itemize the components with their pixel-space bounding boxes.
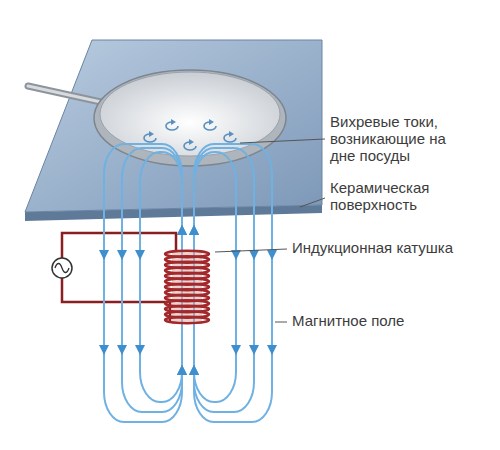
field-arrow xyxy=(135,345,145,355)
field-arrow xyxy=(249,250,259,260)
field-arrow xyxy=(177,365,187,375)
eddy-currents xyxy=(144,119,236,150)
field-arrow xyxy=(189,225,199,235)
leader-line xyxy=(215,249,287,252)
field-arrow xyxy=(117,345,127,355)
callout-label: Керамическая поверхность xyxy=(330,180,460,214)
field-arrow xyxy=(189,365,199,375)
field-arrow xyxy=(99,250,109,260)
field-arrow xyxy=(189,225,199,235)
wire xyxy=(62,278,170,322)
field-arrow xyxy=(99,345,109,355)
field-arrow xyxy=(189,365,199,375)
induction-coil xyxy=(165,250,209,324)
pan-handle-shine xyxy=(28,86,110,104)
eddy-arrow xyxy=(209,119,214,125)
callout-label: Вихревые токи, возникающие на дне посуды xyxy=(330,114,465,164)
field-arrow xyxy=(189,225,199,235)
field-arrow xyxy=(189,365,199,375)
pan-body xyxy=(94,70,286,166)
field-arrow xyxy=(177,365,187,375)
ceramic-plate xyxy=(25,40,322,212)
leader-line xyxy=(240,139,325,143)
field-arrow xyxy=(267,250,277,260)
pan-handle xyxy=(28,86,110,104)
eddy-arrow xyxy=(189,139,194,145)
coil-winding xyxy=(165,317,209,323)
eddy-arrow xyxy=(149,131,154,137)
ac-source xyxy=(52,258,72,278)
field-arrow xyxy=(249,345,259,355)
callout-label: Магнитное поле xyxy=(292,313,492,330)
field-arrow xyxy=(177,365,187,375)
leader-lines xyxy=(215,139,325,322)
ac-source-symbol xyxy=(55,264,69,273)
leader-line xyxy=(300,198,325,207)
field-arrow xyxy=(117,250,127,260)
field-arrow xyxy=(135,250,145,260)
field-arrow xyxy=(177,225,187,235)
eddy-arrow xyxy=(171,119,176,125)
field-arrow xyxy=(267,345,277,355)
wire xyxy=(62,233,176,258)
eddy-arrow xyxy=(229,131,234,137)
magnetic-field xyxy=(99,144,277,422)
field-arrow xyxy=(177,225,187,235)
field-arrow xyxy=(231,345,241,355)
field-arrow xyxy=(177,225,187,235)
leader-line xyxy=(275,322,287,323)
callout-label: Индукционная катушка xyxy=(292,240,492,257)
